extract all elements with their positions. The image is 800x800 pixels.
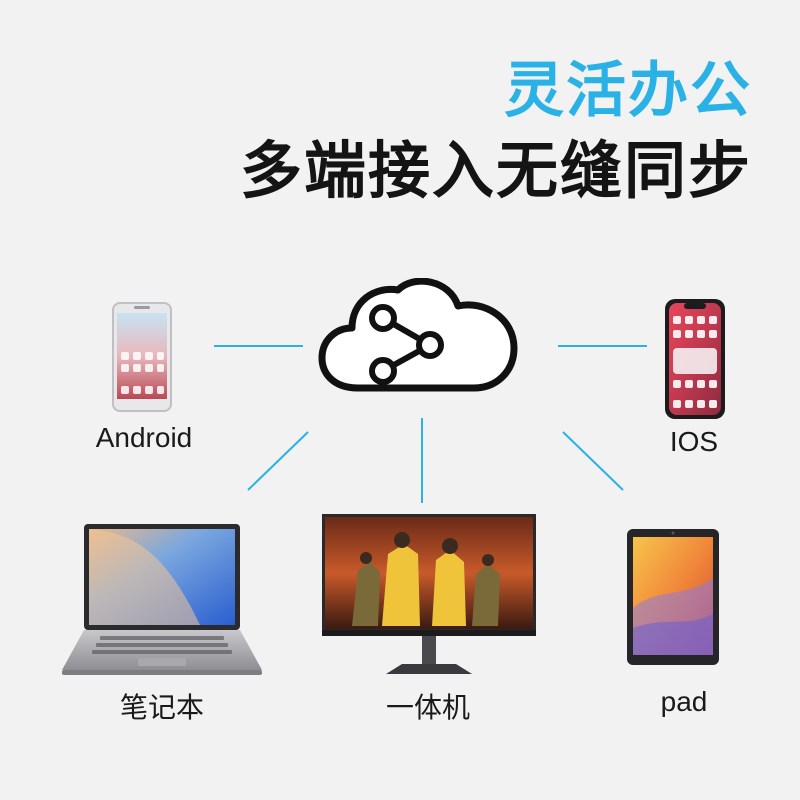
android-phone-image bbox=[112, 302, 172, 412]
all-in-one-monitor-image bbox=[322, 514, 536, 674]
connector-pad bbox=[562, 431, 624, 491]
laptop-image bbox=[62, 524, 262, 675]
tablet-image bbox=[627, 529, 719, 665]
connector-laptop bbox=[247, 431, 309, 491]
device-label-aio: 一体机 bbox=[385, 692, 470, 723]
device-label-android: Android bbox=[95, 422, 193, 453]
device-label-ios: IOS bbox=[669, 426, 719, 457]
headline-primary: 灵活办公 bbox=[504, 56, 752, 126]
device-label-pad: pad bbox=[660, 686, 708, 717]
iphone-image bbox=[665, 299, 725, 419]
device-label-laptop: 笔记本 bbox=[119, 692, 204, 723]
cloud-share-icon bbox=[318, 278, 518, 392]
headline-secondary: 多端接入无缝同步 bbox=[239, 134, 752, 207]
